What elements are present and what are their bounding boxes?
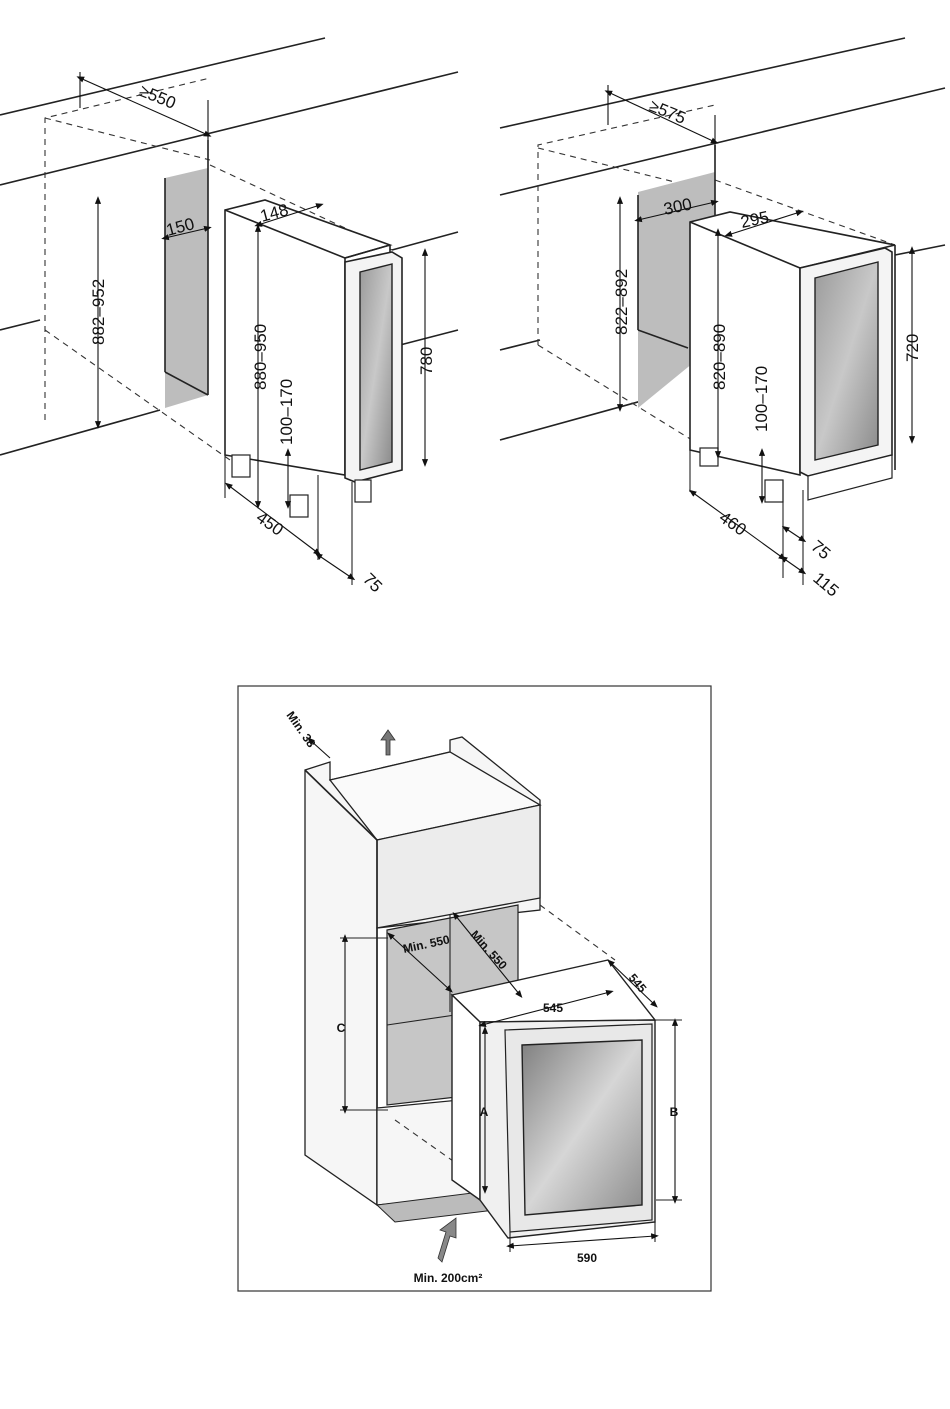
bottom-door-width-label: 590 — [577, 1251, 597, 1265]
bottom-unit-width-label: 545 — [543, 1001, 563, 1015]
right-door-depth-label: 75 — [807, 537, 834, 564]
diagram-bottom: Min. 38 C Min. 550 Min. 550 545 545 A B … — [238, 686, 711, 1291]
left-door-height-label: 780 — [417, 347, 436, 375]
right-door-height-label: 720 — [903, 334, 922, 362]
left-feet-label: 100–170 — [277, 379, 296, 445]
left-door-depth-label: 75 — [359, 569, 386, 596]
right-feet-label: 100–170 — [752, 366, 771, 432]
right-plinth-depth-label: 115 — [809, 569, 842, 601]
left-depth-label: 450 — [253, 508, 287, 540]
diagram-left: ≥550 882–952 150 148 880–950 780 100–170… — [0, 38, 458, 596]
left-min-depth-label: ≥550 — [137, 81, 179, 113]
diagram-right: ≥575 822–892 300 295 820–890 720 100–170… — [500, 38, 945, 600]
bottom-dim-c-label: C — [337, 1021, 346, 1035]
right-niche-height-label: 822–892 — [612, 269, 631, 335]
bottom-dim-b-label: B — [670, 1105, 679, 1119]
right-min-depth-label: ≥575 — [647, 96, 689, 128]
left-unit-height-label: 880–950 — [251, 324, 270, 390]
bottom-dim-a-label: A — [480, 1105, 489, 1119]
left-niche-height-label: 882–952 — [89, 279, 108, 345]
bottom-vent-area-label: Min. 200cm² — [414, 1271, 483, 1285]
right-unit-height-label: 820–890 — [710, 324, 729, 390]
